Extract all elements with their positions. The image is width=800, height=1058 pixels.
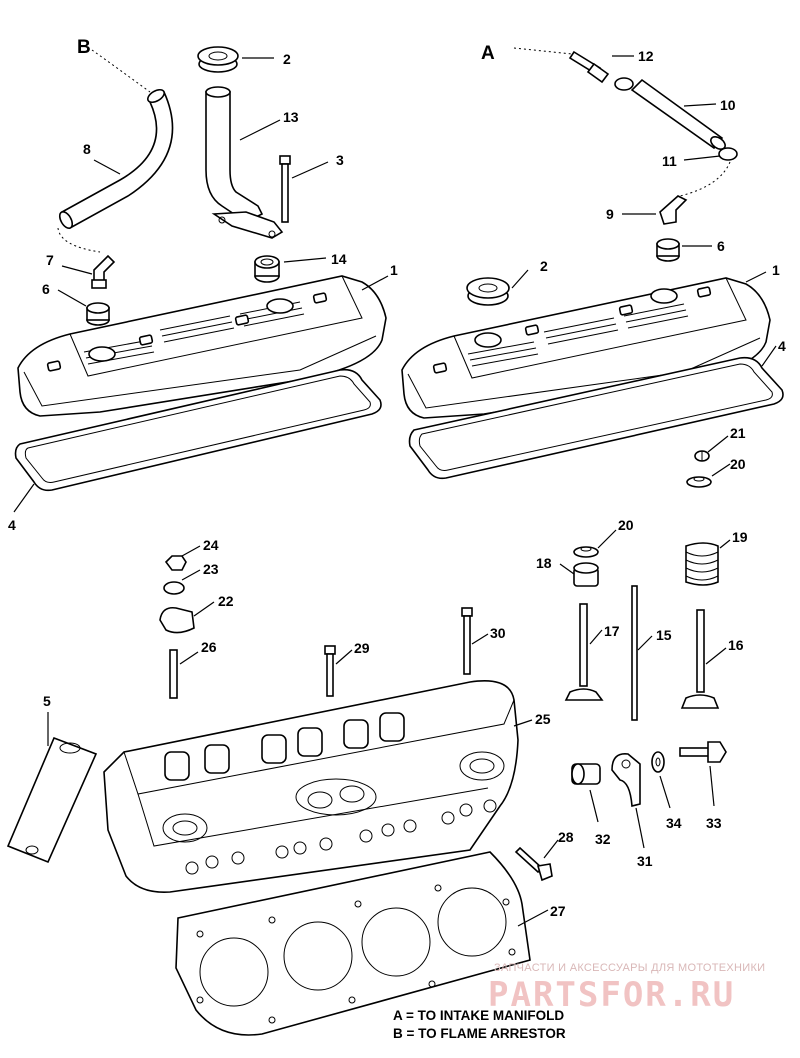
oil-filler-cap-right: [466, 277, 510, 306]
grommet-14: [254, 255, 280, 283]
bolt-29: [324, 645, 336, 697]
callout-13: 13: [283, 109, 299, 125]
legend-note-b: B = TO FLAME ARRESTOR: [393, 1026, 566, 1041]
callout-34: 34: [666, 815, 682, 831]
rocker-arm-22: [159, 606, 195, 634]
callout-33: 33: [706, 815, 722, 831]
spacer-32: [571, 763, 601, 785]
connector-b-label: B: [77, 37, 91, 58]
filler-tube: [205, 86, 284, 239]
cylinder-head: [103, 680, 519, 893]
rocker-nut-24: [164, 555, 187, 571]
hose-clamp-upper: [614, 77, 634, 91]
callout-8: 8: [83, 141, 91, 157]
callout-14: 14: [331, 251, 347, 267]
valve-spring-19: [685, 542, 719, 586]
hose-10: [630, 78, 726, 150]
callout-4: 4: [8, 517, 16, 533]
callout-17: 17: [604, 623, 620, 639]
callout-1: 1: [772, 262, 780, 278]
callout-2: 2: [540, 258, 548, 274]
elbow-fitting-9: [659, 195, 688, 225]
grommet-6-right: [656, 238, 680, 262]
bolt-30: [461, 607, 473, 675]
callout-29: 29: [354, 640, 370, 656]
right-valve-cover: [401, 277, 771, 419]
callout-7: 7: [46, 252, 54, 268]
legend-note-a: A = TO INTAKE MANIFOLD: [393, 1008, 565, 1023]
left-valve-cover: [17, 275, 387, 417]
callout-24: 24: [203, 537, 219, 553]
elbow-fitting-7: [91, 254, 116, 289]
intake-valve-16: [680, 609, 720, 709]
rocker-stud-26: [169, 649, 178, 699]
callout-15: 15: [656, 627, 672, 643]
right-valve-cover-gasket: [408, 356, 784, 480]
callout-16: 16: [728, 637, 744, 653]
watermark-logo: PARTSFOR.RU: [488, 975, 736, 1015]
hose-clamp-lower: [718, 147, 738, 161]
bolt-28: [514, 846, 553, 882]
hose-8: [58, 88, 174, 230]
callout-20: 20: [730, 456, 746, 472]
callout-26: 26: [201, 639, 217, 655]
connector-labels: B A: [77, 37, 495, 64]
callout-23: 23: [203, 561, 219, 577]
valve-seal-18: [573, 562, 599, 587]
oil-filler-cap-left: [197, 46, 239, 73]
callout-5: 5: [43, 693, 51, 709]
exhaust-valve-17: [564, 603, 604, 701]
pushrod-guide-plate: [6, 736, 98, 864]
valve-spring-retainer-20-lower: [686, 476, 712, 488]
callout-11: 11: [662, 153, 677, 169]
callout-10: 10: [720, 97, 736, 113]
valve-springs-installed: [164, 712, 405, 781]
valve-keepers-21: [694, 450, 710, 462]
callout-9: 9: [606, 206, 614, 222]
fitting-12: [568, 50, 610, 84]
valve-spring-retainer-20-upper: [573, 546, 599, 558]
callout-1: 1: [390, 262, 398, 278]
callout-32: 32: [595, 831, 611, 847]
washer-34: [651, 751, 665, 773]
callout-31: 31: [637, 853, 653, 869]
callout-27: 27: [550, 903, 566, 919]
pivot-ball-23: [163, 581, 185, 595]
callout-19: 19: [732, 529, 748, 545]
bolt-33: [679, 741, 727, 763]
callout-22: 22: [218, 593, 234, 609]
callout-28: 28: [558, 829, 574, 845]
left-valve-cover-gasket: [14, 368, 382, 492]
callout-6: 6: [717, 238, 725, 254]
bolt-3: [279, 155, 291, 223]
callout-21: 21: [730, 425, 746, 441]
callout-6: 6: [42, 281, 50, 297]
leader-lines: [13, 55, 777, 927]
callout-25: 25: [535, 711, 551, 727]
callout-3: 3: [336, 152, 344, 168]
callout-12: 12: [638, 48, 654, 64]
watermark-tagline: ЗАПЧАСТИ И АКСЕССУАРЫ ДЛЯ МОТОТЕХНИКИ: [494, 962, 766, 974]
callout-2: 2: [283, 51, 291, 67]
pushrod-15: [631, 585, 638, 721]
callout-30: 30: [490, 625, 506, 641]
callout-4: 4: [778, 338, 786, 354]
bracket-31: [611, 753, 641, 808]
callout-18: 18: [536, 555, 552, 571]
callout-numbers: 2 13 3 8 14 1 7 6 4 12 10 11 9 6 2 1 4 2…: [8, 48, 786, 919]
grommet-6-left: [86, 302, 110, 326]
callout-20: 20: [618, 517, 634, 533]
connector-a-label: A: [481, 43, 495, 64]
head-gasket: [175, 851, 531, 1036]
